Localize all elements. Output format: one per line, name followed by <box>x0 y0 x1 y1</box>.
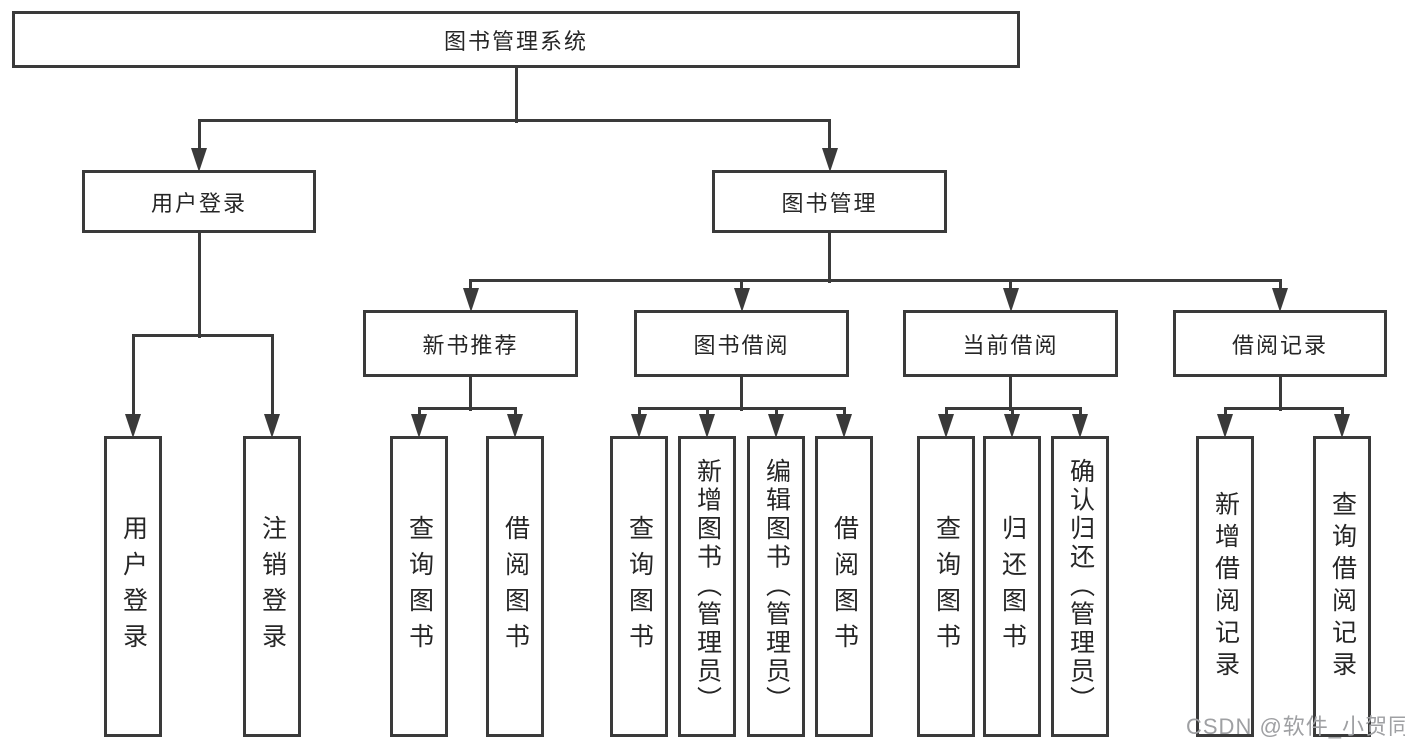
node-label-book-mgmt: 图书管理 <box>781 190 878 216</box>
node-label-user-login: 用户登录 <box>150 190 247 216</box>
node-label-leaf-logout: 注销登录 <box>258 514 287 659</box>
node-label-leaf-recd-query: 查询借阅记录 <box>1328 490 1357 683</box>
connector-stem-leaf-bor-borrow <box>842 408 846 414</box>
connector-bus-root <box>197 118 831 122</box>
arrow-down-icon <box>733 288 750 312</box>
arrow-down-icon <box>411 414 427 438</box>
connector-stem-book-borrow <box>740 375 743 411</box>
node-leaf-user-login: 用户登录 <box>104 436 162 737</box>
connector-stem-leaf-bor-edit <box>774 408 778 414</box>
arrow-down-icon <box>1334 414 1350 438</box>
node-label-borrow-records: 借阅记录 <box>1231 332 1328 358</box>
node-leaf-logout: 注销登录 <box>243 436 301 737</box>
arrow-down-icon <box>1272 288 1288 312</box>
node-leaf-bor-edit: 编辑图书（管理员） <box>747 436 805 737</box>
node-leaf-rec-borrow: 借阅图书 <box>486 436 544 737</box>
arrow-down-icon <box>631 414 647 438</box>
connector-stem-user-login <box>197 231 201 338</box>
connector-stem-leaf-cur-confirm <box>1078 408 1082 414</box>
node-label-leaf-bor-borrow: 借阅图书 <box>830 514 859 659</box>
connector-stem-leaf-bor-add <box>705 408 709 414</box>
node-label-leaf-recd-add: 新增借阅记录 <box>1211 490 1240 683</box>
node-leaf-cur-query: 查询图书 <box>917 436 975 737</box>
connector-stem-leaf-rec-borrow <box>513 408 517 414</box>
connector-stem-leaf-cur-query <box>944 408 948 414</box>
connector-stem-current-borrow <box>1009 375 1012 411</box>
connector-stem-leaf-recd-query <box>1340 408 1344 414</box>
node-leaf-recd-query: 查询借阅记录 <box>1313 436 1371 737</box>
node-label-new-book-rec: 新书推荐 <box>422 332 519 358</box>
connector-stem-book-borrow <box>740 280 743 288</box>
node-label-book-borrow: 图书借阅 <box>693 332 790 358</box>
arrow-down-icon <box>768 414 784 438</box>
arrow-down-icon <box>191 148 207 172</box>
node-leaf-bor-borrow: 借阅图书 <box>815 436 873 737</box>
connector-stem-book-mgmt <box>828 120 831 148</box>
node-user-login: 用户登录 <box>82 170 316 233</box>
node-label-leaf-user-login: 用户登录 <box>119 514 148 659</box>
connector-stem-borrow-records <box>1278 280 1282 288</box>
connector-stem-new-book-rec <box>469 280 472 288</box>
node-label-leaf-bor-edit: 编辑图书（管理员） <box>762 458 791 715</box>
node-new-book-rec: 新书推荐 <box>363 310 578 377</box>
connector-bus-user-login <box>131 333 274 337</box>
node-borrow-records: 借阅记录 <box>1173 310 1387 377</box>
node-label-leaf-cur-return: 归还图书 <box>998 514 1027 659</box>
connector-stem-leaf-cur-return <box>1010 408 1014 414</box>
connector-stem-leaf-rec-query <box>417 408 421 414</box>
connector-bus-new-book-rec <box>417 406 517 410</box>
arrow-down-icon <box>125 414 141 438</box>
connector-stem-leaf-user-login <box>131 335 135 414</box>
csdn-watermark: CSDN @软件_小贺同学 <box>1186 714 1405 739</box>
arrow-down-icon <box>938 414 954 438</box>
connector-bus-borrow-records <box>1223 406 1344 410</box>
arrow-down-icon <box>836 414 852 438</box>
node-label-leaf-cur-confirm: 确认归还（管理员） <box>1066 458 1095 715</box>
node-label-root: 图书管理系统 <box>443 28 588 54</box>
connector-stem-current-borrow <box>1009 280 1012 288</box>
arrow-down-icon <box>821 148 838 172</box>
connector-stem-new-book-rec <box>469 375 472 411</box>
arrow-down-icon <box>1072 414 1088 438</box>
arrow-down-icon <box>1217 414 1233 438</box>
connector-bus-book-mgmt <box>469 278 1282 282</box>
node-label-leaf-bor-query: 查询图书 <box>625 514 654 659</box>
connector-stem-leaf-bor-query <box>637 408 641 414</box>
arrow-down-icon <box>507 414 523 438</box>
connector-stem-leaf-recd-add <box>1223 408 1227 414</box>
connector-stem-user-login <box>197 120 201 148</box>
node-leaf-bor-add: 新增图书（管理员） <box>678 436 736 737</box>
arrow-down-icon <box>462 288 479 312</box>
arrow-down-icon <box>264 414 280 438</box>
node-label-leaf-bor-add: 新增图书（管理员） <box>693 458 722 715</box>
node-book-borrow: 图书借阅 <box>634 310 849 377</box>
connector-stem-borrow-records <box>1278 375 1282 411</box>
node-leaf-recd-add: 新增借阅记录 <box>1196 436 1254 737</box>
arrow-down-icon <box>1004 414 1020 438</box>
node-label-leaf-cur-query: 查询图书 <box>932 514 961 659</box>
arrow-down-icon <box>1002 288 1019 312</box>
node-root: 图书管理系统 <box>12 11 1020 68</box>
node-current-borrow: 当前借阅 <box>903 310 1118 377</box>
connector-stem-leaf-logout <box>270 335 274 414</box>
node-label-leaf-rec-borrow: 借阅图书 <box>501 514 530 659</box>
node-book-mgmt: 图书管理 <box>712 170 947 233</box>
node-label-current-borrow: 当前借阅 <box>962 332 1059 358</box>
node-leaf-cur-confirm: 确认归还（管理员） <box>1051 436 1109 737</box>
node-leaf-cur-return: 归还图书 <box>983 436 1041 737</box>
node-leaf-rec-query: 查询图书 <box>390 436 448 737</box>
connector-stem-book-mgmt <box>828 231 831 283</box>
node-leaf-bor-query: 查询图书 <box>610 436 668 737</box>
arrow-down-icon <box>699 414 715 438</box>
connector-stem-root <box>514 66 518 123</box>
node-label-leaf-rec-query: 查询图书 <box>405 514 434 659</box>
connector-bus-book-borrow <box>637 406 846 410</box>
